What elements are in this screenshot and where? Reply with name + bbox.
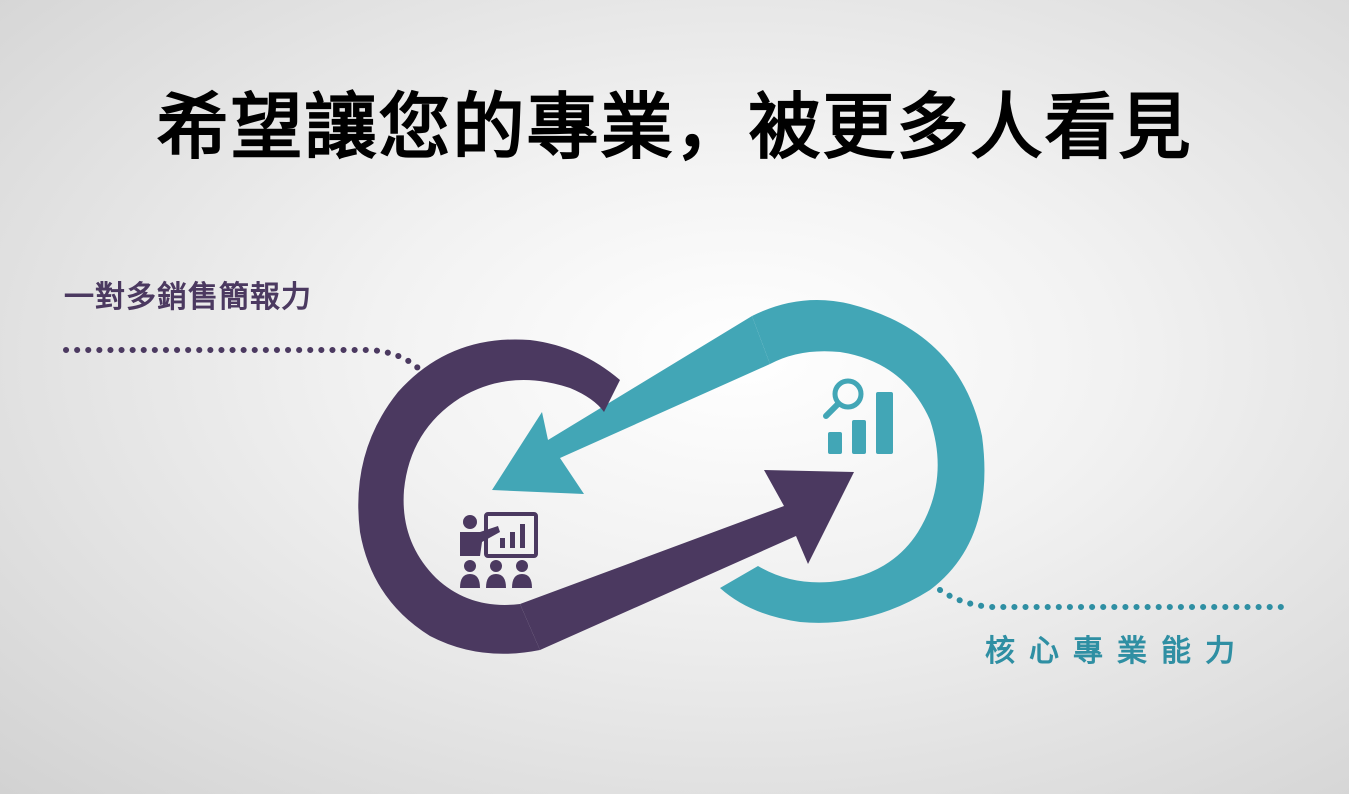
left-dotted-line: [63, 347, 421, 371]
search-analytics-icon: [823, 378, 893, 454]
page-title: 希望讓您的專業，被更多人看見: [156, 85, 1193, 169]
presentation-audience-icon: [460, 512, 538, 588]
teal-loop-arc: [720, 300, 985, 623]
right-label: 核心專業能力: [985, 634, 1249, 669]
purple-arrow: [520, 470, 854, 650]
left-label: 一對多銷售簡報力: [64, 280, 312, 315]
purple-loop-arc: [358, 339, 620, 654]
right-dotted-line: [937, 587, 1291, 610]
teal-arrow: [492, 316, 770, 494]
